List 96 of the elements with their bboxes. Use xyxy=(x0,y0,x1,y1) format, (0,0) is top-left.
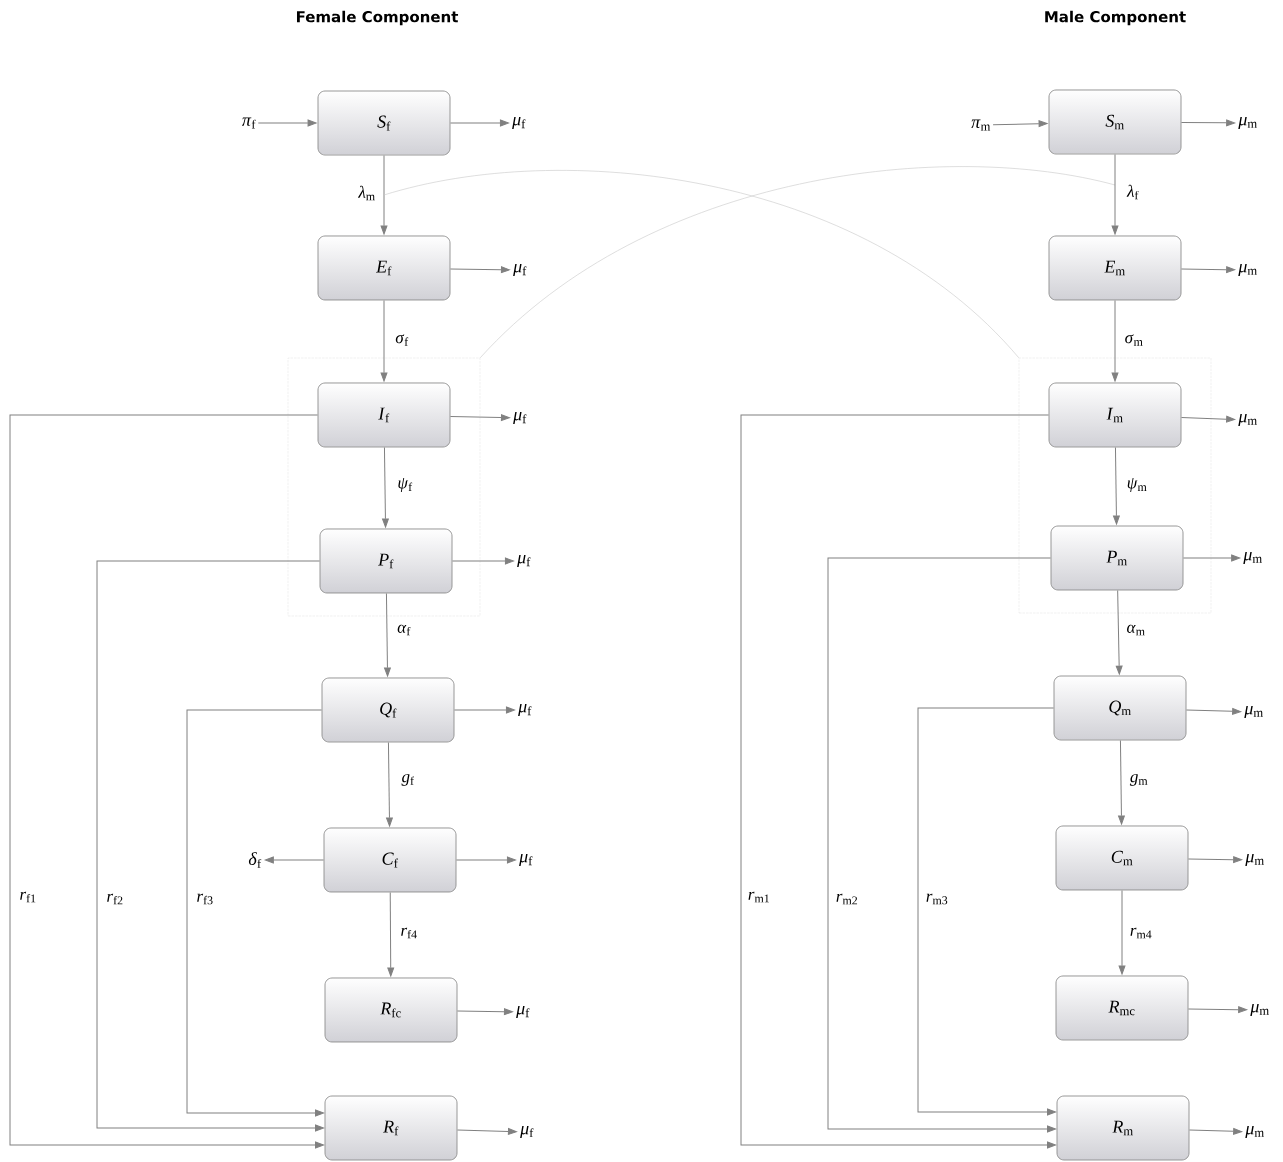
curved-line xyxy=(479,166,1116,359)
arrow xyxy=(917,707,1056,1116)
edge-label: λ$_{f}$ xyxy=(1126,183,1140,201)
arrow xyxy=(380,154,388,235)
compartment-box: E$_{m}$ xyxy=(1048,235,1182,301)
rate-symbol: μ$_{f}$ xyxy=(518,703,532,717)
arrow xyxy=(1187,856,1243,864)
compartment-box: Q$_{m}$ xyxy=(1053,675,1187,741)
rate-symbol: δ$_{f}$ xyxy=(248,852,262,868)
compartment-box: I$_{m}$ xyxy=(1048,382,1182,448)
compartment-box: R$_{mc}$ xyxy=(1055,975,1189,1041)
dotted-frame xyxy=(1018,357,1212,614)
arrow xyxy=(257,119,317,127)
edge-label: r$_{f4}$ xyxy=(399,926,419,940)
edge-label: g$_{f}$ xyxy=(400,773,416,787)
compartment-box: E$_{f}$ xyxy=(317,235,451,301)
rate-symbol: μ$_{m}$ xyxy=(1238,116,1257,130)
arrow xyxy=(380,299,388,382)
edge-label: ψ$_{m}$ xyxy=(1125,477,1149,493)
arrow xyxy=(1111,299,1119,382)
arrow xyxy=(449,414,510,421)
arrow xyxy=(453,706,515,714)
arrow xyxy=(992,120,1048,128)
arrow xyxy=(456,1128,517,1135)
compartment-box: Q$_{f}$ xyxy=(321,677,455,743)
arrow xyxy=(1118,739,1125,825)
arrow xyxy=(387,891,395,977)
arrow xyxy=(382,446,389,528)
rate-symbol: μ$_{m}$ xyxy=(1238,263,1257,277)
arrow xyxy=(1180,266,1236,274)
compartment-box: P$_{m}$ xyxy=(1050,525,1184,591)
edge-label: r$_{m4}$ xyxy=(1128,926,1154,940)
edge-label: r$_{f3}$ xyxy=(195,892,215,906)
rate-symbol: μ$_{f}$ xyxy=(516,1005,530,1019)
rate-symbol: π$_{f}$ xyxy=(242,117,256,129)
edge-label: r$_{f1}$ xyxy=(18,890,38,904)
edge-label: r$_{m1}$ xyxy=(746,890,772,904)
rate-symbol: π$_{m}$ xyxy=(971,119,991,131)
arrow xyxy=(1115,589,1123,675)
arrow xyxy=(384,592,391,677)
heading: Male Component xyxy=(1045,10,1186,26)
rate-symbol: μ$_{f}$ xyxy=(513,263,527,277)
compartment-box: I$_{f}$ xyxy=(317,382,451,448)
arrow xyxy=(1182,554,1241,562)
edge-label: σ$_{m}$ xyxy=(1123,333,1145,347)
arrow xyxy=(1111,153,1119,235)
compartment-box: C$_{m}$ xyxy=(1055,825,1189,891)
arrow xyxy=(451,557,514,565)
arrow xyxy=(1187,1006,1248,1014)
compartment-box: R$_{f}$ xyxy=(324,1095,458,1161)
arrow xyxy=(449,266,510,274)
compartment-box: P$_{f}$ xyxy=(319,528,453,594)
rate-symbol: μ$_{m}$ xyxy=(1244,705,1263,719)
arrow xyxy=(449,119,509,127)
edge-label: r$_{m2}$ xyxy=(834,892,860,906)
rate-symbol: μ$_{f}$ xyxy=(517,554,531,568)
rate-symbol: μ$_{m}$ xyxy=(1238,413,1257,427)
rate-symbol: μ$_{m}$ xyxy=(1245,853,1264,867)
compartment-box: R$_{m}$ xyxy=(1056,1095,1190,1161)
edge-label: α$_{m}$ xyxy=(1125,623,1147,637)
rate-symbol: μ$_{f}$ xyxy=(513,411,527,425)
arrow xyxy=(1180,415,1236,423)
rate-symbol: μ$_{f}$ xyxy=(519,853,533,867)
arrow xyxy=(9,414,324,1149)
edge-label: σ$_{f}$ xyxy=(394,333,410,347)
curved-line xyxy=(383,170,1020,359)
rate-symbol: μ$_{m}$ xyxy=(1250,1003,1269,1017)
compartment-box: S$_{f}$ xyxy=(317,90,451,156)
arrow xyxy=(740,414,1056,1149)
heading: Female Component xyxy=(297,10,459,26)
edge-label: r$_{f2}$ xyxy=(105,892,125,906)
edge-label: r$_{m3}$ xyxy=(924,892,950,906)
edge-label: λ$_{m}$ xyxy=(357,184,377,202)
arrow xyxy=(186,709,324,1117)
arrow xyxy=(456,1008,513,1016)
edge-label: ψ$_{f}$ xyxy=(396,477,414,493)
compartment-box: S$_{m}$ xyxy=(1048,89,1182,155)
rate-symbol: μ$_{m}$ xyxy=(1245,1125,1264,1139)
rate-symbol: μ$_{m}$ xyxy=(1243,551,1262,565)
arrow xyxy=(455,856,516,864)
compartment-box: C$_{f}$ xyxy=(323,827,457,893)
compartment-box: R$_{fc}$ xyxy=(324,977,458,1043)
edge-label: g$_{m}$ xyxy=(1128,773,1150,787)
arrow xyxy=(827,557,1056,1133)
edge-label: α$_{f}$ xyxy=(396,623,412,637)
arrow xyxy=(1185,707,1242,715)
rate-symbol: μ$_{f}$ xyxy=(512,116,526,130)
arrow xyxy=(386,741,393,827)
dotted-frame xyxy=(287,357,481,617)
arrow xyxy=(96,560,324,1132)
arrow xyxy=(1118,889,1126,975)
rate-symbol: μ$_{f}$ xyxy=(520,1125,534,1139)
arrow xyxy=(1113,446,1120,525)
arrow xyxy=(1188,1127,1243,1135)
arrow xyxy=(264,856,325,864)
arrow xyxy=(1180,119,1236,127)
